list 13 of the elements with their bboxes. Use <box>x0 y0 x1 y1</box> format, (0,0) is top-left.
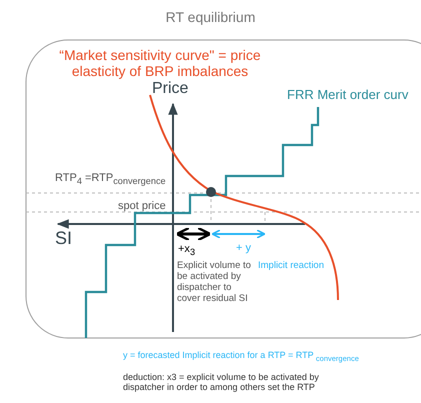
volume-label: +x$_{3}$ <box>178 243 196 258</box>
price-label: spot price <box>118 200 166 213</box>
curve-label: FRR Merit order curv <box>287 88 408 103</box>
volume-label: + y <box>236 242 251 255</box>
title: RT equilibrium <box>164 9 256 26</box>
note-text: deduction: x3 = explicit volume to be activated by dispatcher in order to among others set the RTP <box>123 372 320 393</box>
price-label: RTP$_{4}$ =RTP$_{convergence}$ <box>55 172 166 187</box>
axis-label: Price <box>152 80 188 98</box>
note-text: y = forecasted Implicit reaction for a RTP = RTP $_{convergence}$ <box>123 350 359 364</box>
annotation-text: Explicit volume to be activated by dispatcher to cover residual SI <box>177 261 252 305</box>
curve-label: “Market sensitivity curve" = price elasticity of BRP imbalances <box>58 47 262 80</box>
annotation-text: Implicit reaction <box>258 261 324 272</box>
axis-label: SI <box>55 228 72 249</box>
